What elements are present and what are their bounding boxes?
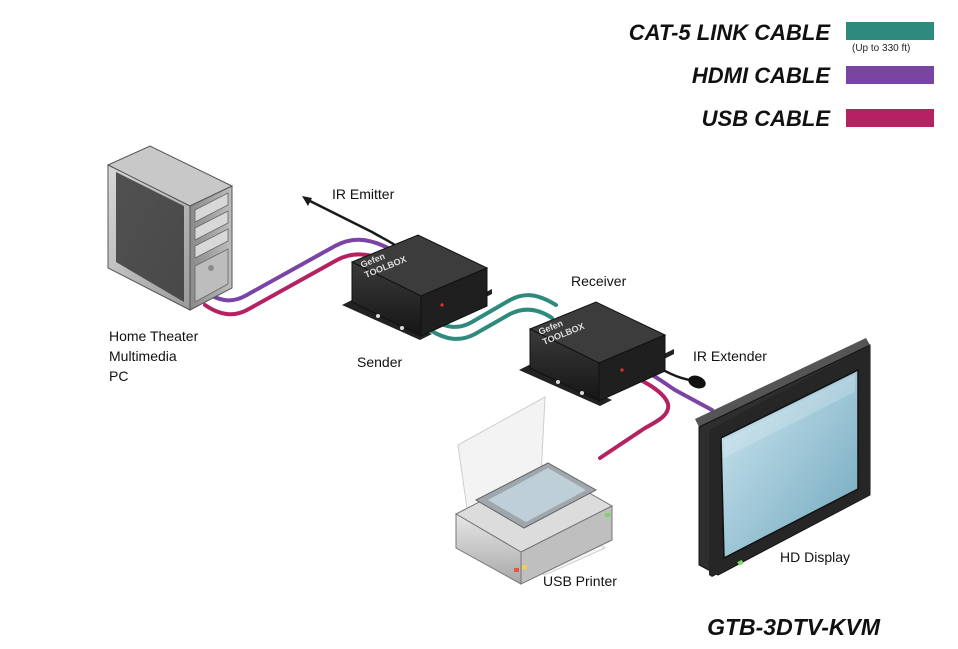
- legend-usb-label: USB CABLE: [702, 106, 832, 131]
- legend-hdmi-label: HDMI CABLE: [692, 63, 831, 88]
- sender-label: Sender: [357, 354, 402, 370]
- printer-label: USB Printer: [543, 573, 617, 589]
- pc-label-line1: Home Theater: [109, 328, 199, 344]
- usb-cable-receiver-printer: [598, 374, 671, 460]
- sender-box: Gefen TOOLBOX: [342, 234, 492, 340]
- legend-cat5-swatch: [846, 22, 934, 40]
- legend-item-hdmi: HDMI CABLE: [692, 63, 934, 88]
- legend-usb-swatch: [846, 109, 934, 127]
- pc-label-line2: Multimedia: [109, 348, 177, 364]
- ir-emitter-cord: [306, 198, 404, 252]
- display-label: HD Display: [780, 549, 850, 565]
- hd-display: [695, 338, 871, 577]
- model-name: GTB-3DTV-KVM: [707, 614, 881, 640]
- legend-item-usb: USB CABLE: [702, 106, 934, 131]
- ir-extender-label: IR Extender: [693, 348, 767, 364]
- usb-printer: [454, 396, 614, 585]
- receiver-box: Gefen TOOLBOX: [519, 301, 674, 406]
- legend-item-cat5: CAT-5 LINK CABLE (Up to 330 ft): [629, 20, 934, 54]
- pc-tower: [106, 145, 234, 311]
- legend-hdmi-swatch: [846, 66, 934, 84]
- hdmi-cable-pc-sender: [203, 237, 394, 303]
- legend: CAT-5 LINK CABLE (Up to 330 ft) HDMI CAB…: [629, 20, 934, 131]
- receiver-label: Receiver: [571, 273, 627, 289]
- cat5-cable-sender-receiver-b: [428, 307, 554, 341]
- ir-emitter-label: IR Emitter: [332, 186, 395, 202]
- ir-extender: [688, 375, 706, 389]
- legend-cat5-label: CAT-5 LINK CABLE: [629, 20, 832, 45]
- legend-cat5-note: (Up to 330 ft): [852, 43, 910, 54]
- pc-label-line3: PC: [109, 368, 128, 384]
- ir-emitter: [302, 196, 312, 206]
